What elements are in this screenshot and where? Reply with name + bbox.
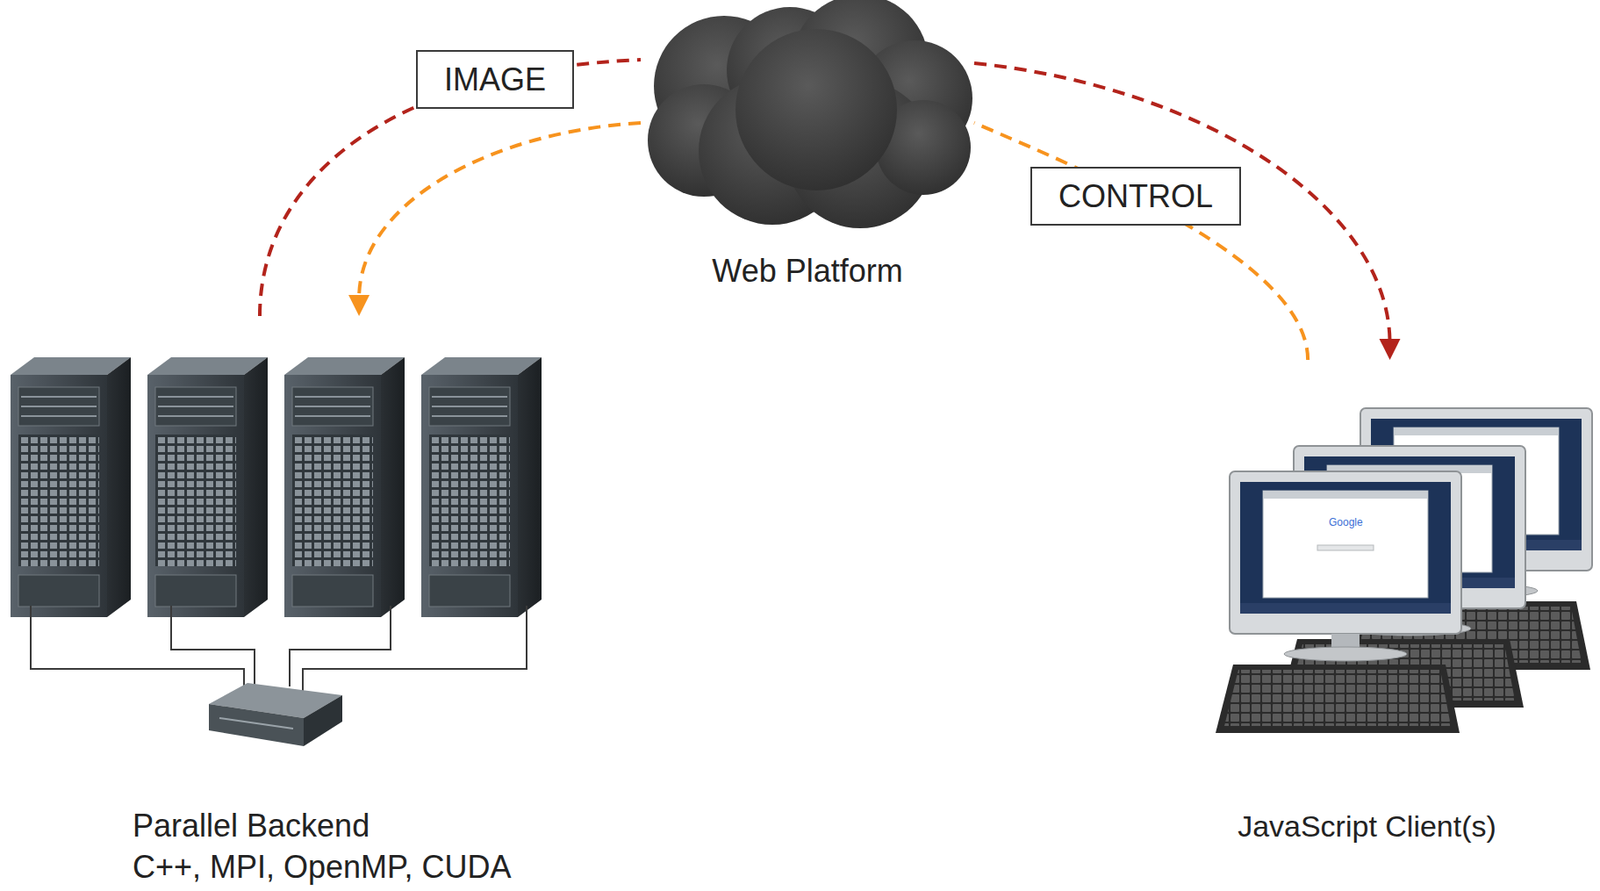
edge-label: IMAGE xyxy=(416,50,574,109)
node-label: JavaScript Client(s) xyxy=(1237,808,1497,845)
cloud-node: Web Platform xyxy=(640,0,975,290)
client-group: JavaScript Client(s) xyxy=(1202,359,1593,887)
node-label: C++, MPI, OpenMP, CUDA xyxy=(132,846,512,889)
screen-text: Google xyxy=(1328,516,1364,529)
edge-label: CONTROL xyxy=(1030,166,1242,226)
arrow-head xyxy=(348,294,370,316)
node-label: Web Platform xyxy=(711,251,903,290)
dashed-connector xyxy=(348,122,641,316)
dashed-connector xyxy=(974,122,1308,360)
arrow-head xyxy=(1379,338,1401,360)
network-wire xyxy=(30,605,527,694)
node-label: Parallel Backend xyxy=(132,805,370,847)
network-switch xyxy=(208,682,343,747)
connector-line xyxy=(974,63,1391,343)
connector-line xyxy=(358,122,641,299)
connector-line xyxy=(974,122,1308,360)
server-cluster: Parallel BackendC++, MPI, OpenMP, CUDA xyxy=(8,315,580,889)
dashed-connector xyxy=(974,63,1401,360)
cloud-shape xyxy=(640,0,975,230)
